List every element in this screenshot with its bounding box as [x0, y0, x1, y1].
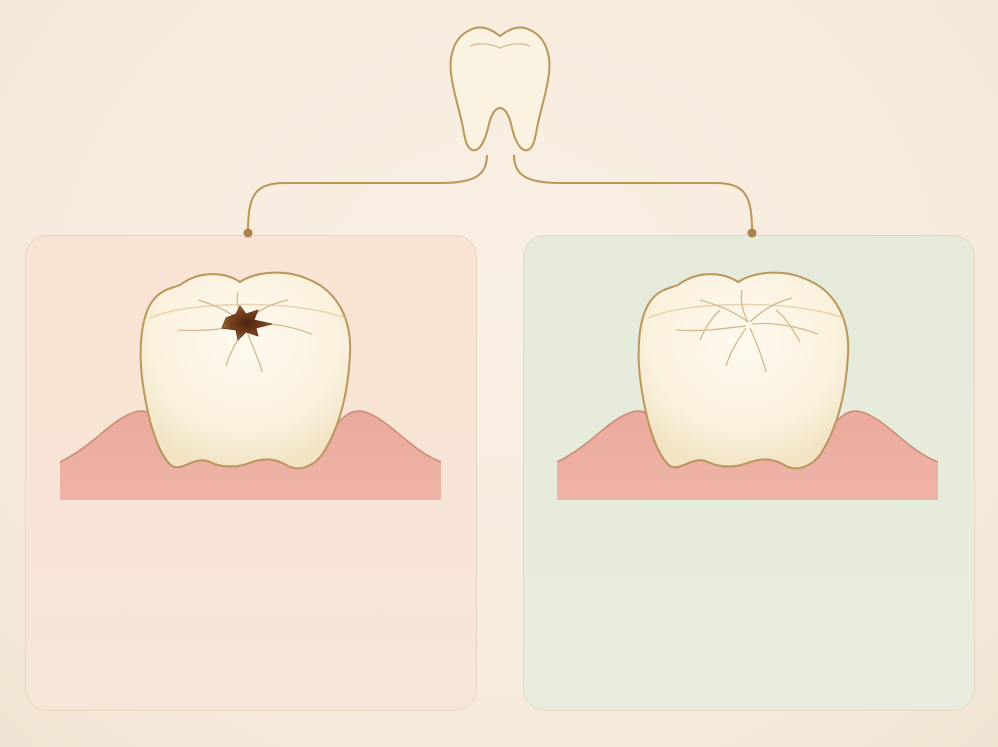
connector-left	[248, 155, 487, 232]
decayed-molar-icon	[60, 273, 441, 500]
connector-dot-right	[748, 229, 757, 238]
tooth-icon	[451, 28, 550, 151]
connector-right	[514, 155, 752, 232]
healthy-molar-icon	[557, 273, 938, 500]
connector-dot-left	[244, 229, 253, 238]
